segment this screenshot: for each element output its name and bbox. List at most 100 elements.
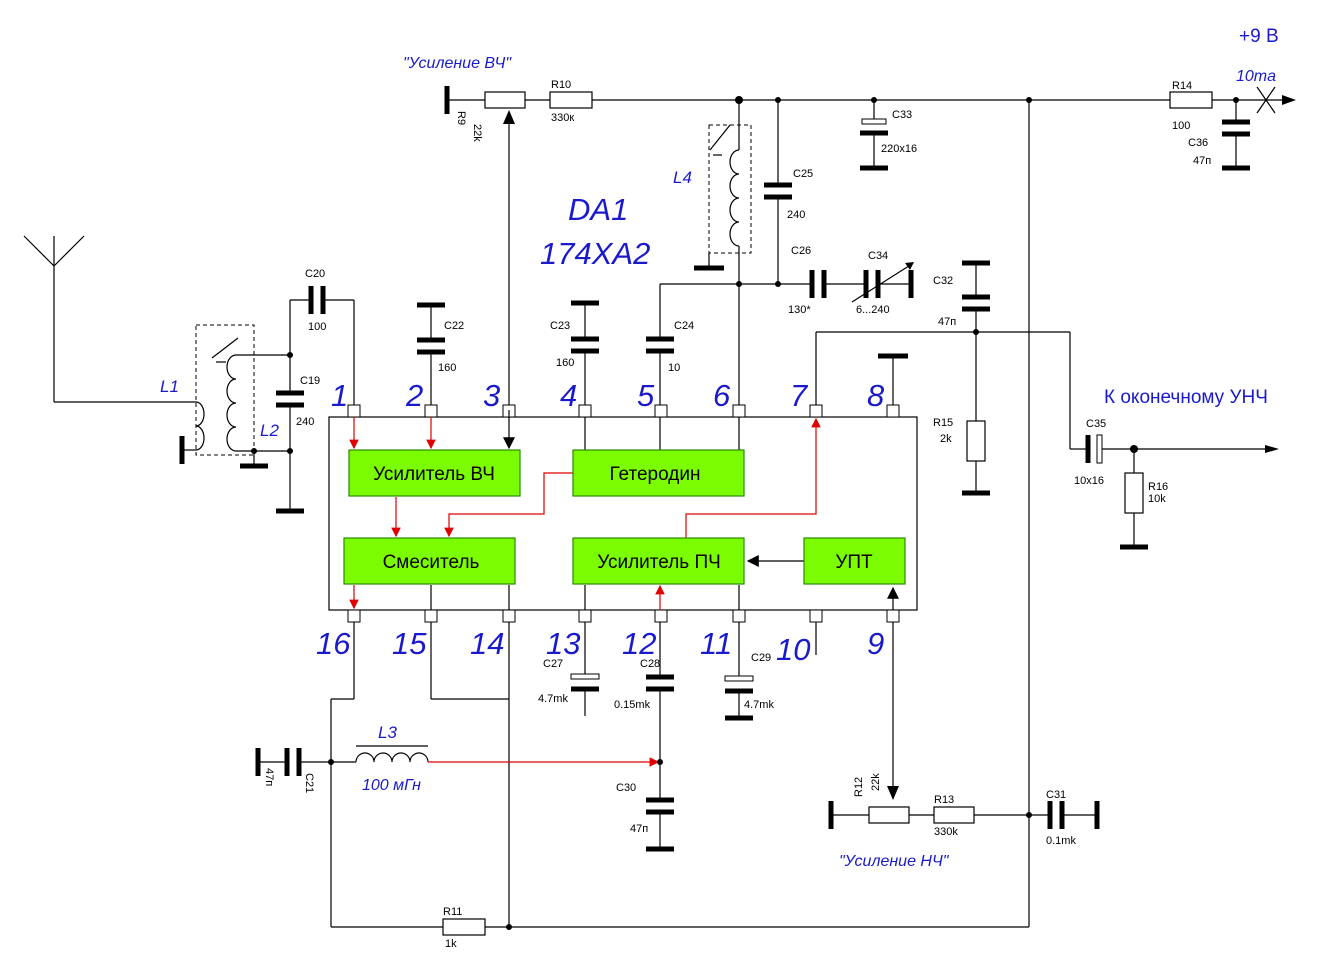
c30-value: 47п (630, 823, 648, 835)
oscillator-label: Гетеродин (610, 464, 701, 485)
pin-number: 16 (316, 626, 351, 661)
c20-ref: C20 (305, 268, 325, 280)
r10-resistor (549, 91, 593, 109)
pin-number: 10 (776, 632, 810, 667)
antenna (23, 235, 196, 403)
c32-value: 47п (938, 316, 956, 328)
c22-value: 160 (438, 362, 456, 374)
c33-capacitor (860, 100, 888, 171)
ic-pads (347, 404, 900, 623)
c32-ref: C32 (933, 275, 953, 287)
c27-capacitor (570, 622, 600, 716)
if-amp-block (572, 537, 745, 585)
r15-value: 2k (940, 433, 952, 445)
supply-current: 10ma (1236, 68, 1276, 85)
c29-ref: C29 (751, 652, 771, 664)
r10-value: 330к (551, 112, 574, 124)
c21-value: 47п (263, 768, 275, 786)
c21-l3 (255, 745, 663, 776)
rf-amp-block (348, 449, 521, 497)
r16-ref: R16 (1148, 481, 1168, 493)
c27-value: 4.7mk (538, 693, 568, 705)
pin-number: 7 (790, 378, 809, 413)
c22-capacitor (417, 302, 445, 410)
r15-ref: R15 (933, 417, 953, 429)
c27-ref: C27 (543, 658, 563, 670)
pin-number: 11 (700, 626, 732, 661)
c23-capacitor (571, 300, 599, 410)
pin-number: 14 (470, 626, 504, 661)
l2-label: L2 (260, 421, 279, 440)
pin-number: 6 (713, 378, 731, 413)
part-labels: R9 22k R10 330к R14 100 C33 220x16 C36 4… (263, 79, 1211, 950)
output-heading: К оконечному УНЧ (1104, 387, 1268, 408)
c33-ref: C33 (892, 109, 912, 121)
supply-voltage: +9 В (1239, 26, 1279, 47)
r9-value: 22k (471, 124, 483, 142)
pin-number: 4 (560, 378, 577, 413)
r12-potentiometer (828, 622, 934, 829)
r12-value: 22k (870, 773, 882, 791)
c31-capacitor (974, 801, 1100, 829)
c34-value: 6...240 (856, 304, 890, 316)
c19-value: 240 (296, 416, 314, 428)
pin-number: 8 (867, 378, 885, 413)
pin16-pin15-wiring (330, 622, 512, 930)
r14-value: 100 (1172, 120, 1190, 132)
pin-number: 2 (405, 378, 423, 413)
c24-value: 10 (668, 362, 680, 374)
r13-ref: R13 (934, 794, 954, 806)
pin7-pin8-wiring (815, 331, 1070, 410)
c36-ref: C36 (1188, 137, 1208, 149)
r14-resistor (1169, 91, 1213, 109)
pin-number: 13 (546, 626, 580, 661)
chip-ref: DA1 (568, 192, 628, 227)
c34-ref: C34 (868, 250, 888, 262)
l4-coil (694, 100, 752, 410)
l1-label: L1 (160, 377, 179, 396)
c24-capacitor (646, 284, 674, 410)
c28-ref: C28 (640, 658, 660, 670)
c35-value: 10x16 (1074, 475, 1104, 487)
r9-ref: R9 (455, 111, 467, 125)
c22-ref: C22 (444, 320, 464, 332)
c25-ref: C25 (793, 168, 813, 180)
c19-c20 (276, 286, 355, 514)
c36-capacitor (1222, 100, 1250, 171)
pin-numbers-top: 1 2 3 4 5 6 7 8 (331, 378, 885, 413)
c25-value: 240 (787, 209, 805, 221)
r13-resistor (933, 806, 975, 824)
l3-label: L3 (378, 723, 397, 742)
r9-potentiometer (484, 91, 526, 410)
r14-ref: R14 (1172, 80, 1192, 92)
r11-ref: R11 (443, 906, 462, 918)
c36-value: 47п (1193, 155, 1211, 167)
c31-ref: C31 (1046, 789, 1066, 801)
c23-ref: C23 (550, 320, 570, 332)
dca-block (803, 537, 906, 585)
pin-number: 1 (331, 378, 348, 413)
mixer-label: Смеситель (383, 552, 480, 573)
c35-ref: C35 (1086, 418, 1106, 430)
l1-l2-coils (179, 324, 293, 469)
mixer-block (343, 537, 516, 585)
af-gain-heading: "Усиление НЧ" (839, 853, 950, 870)
output-circuit (1069, 332, 1279, 550)
r11-value: 1k (445, 938, 457, 950)
pin-number: 12 (622, 626, 656, 661)
c23-value: 160 (556, 357, 574, 369)
l4-label: L4 (673, 168, 692, 187)
c28-value: 0.15mk (614, 699, 651, 711)
r16-value: 10k (1148, 493, 1166, 505)
oscillator-block (572, 449, 745, 497)
pin-number: 5 (637, 378, 655, 413)
c28-c30 (646, 622, 674, 852)
c26-ref: C26 (791, 245, 811, 257)
c19-ref: C19 (300, 375, 320, 387)
c24-ref: C24 (674, 320, 694, 332)
c29-capacitor (724, 622, 754, 721)
tuning-capacitors (660, 262, 914, 303)
dca-label: УПТ (835, 552, 873, 573)
c29-value: 4.7mk (744, 699, 774, 711)
c31-value: 0.1mk (1046, 835, 1076, 847)
